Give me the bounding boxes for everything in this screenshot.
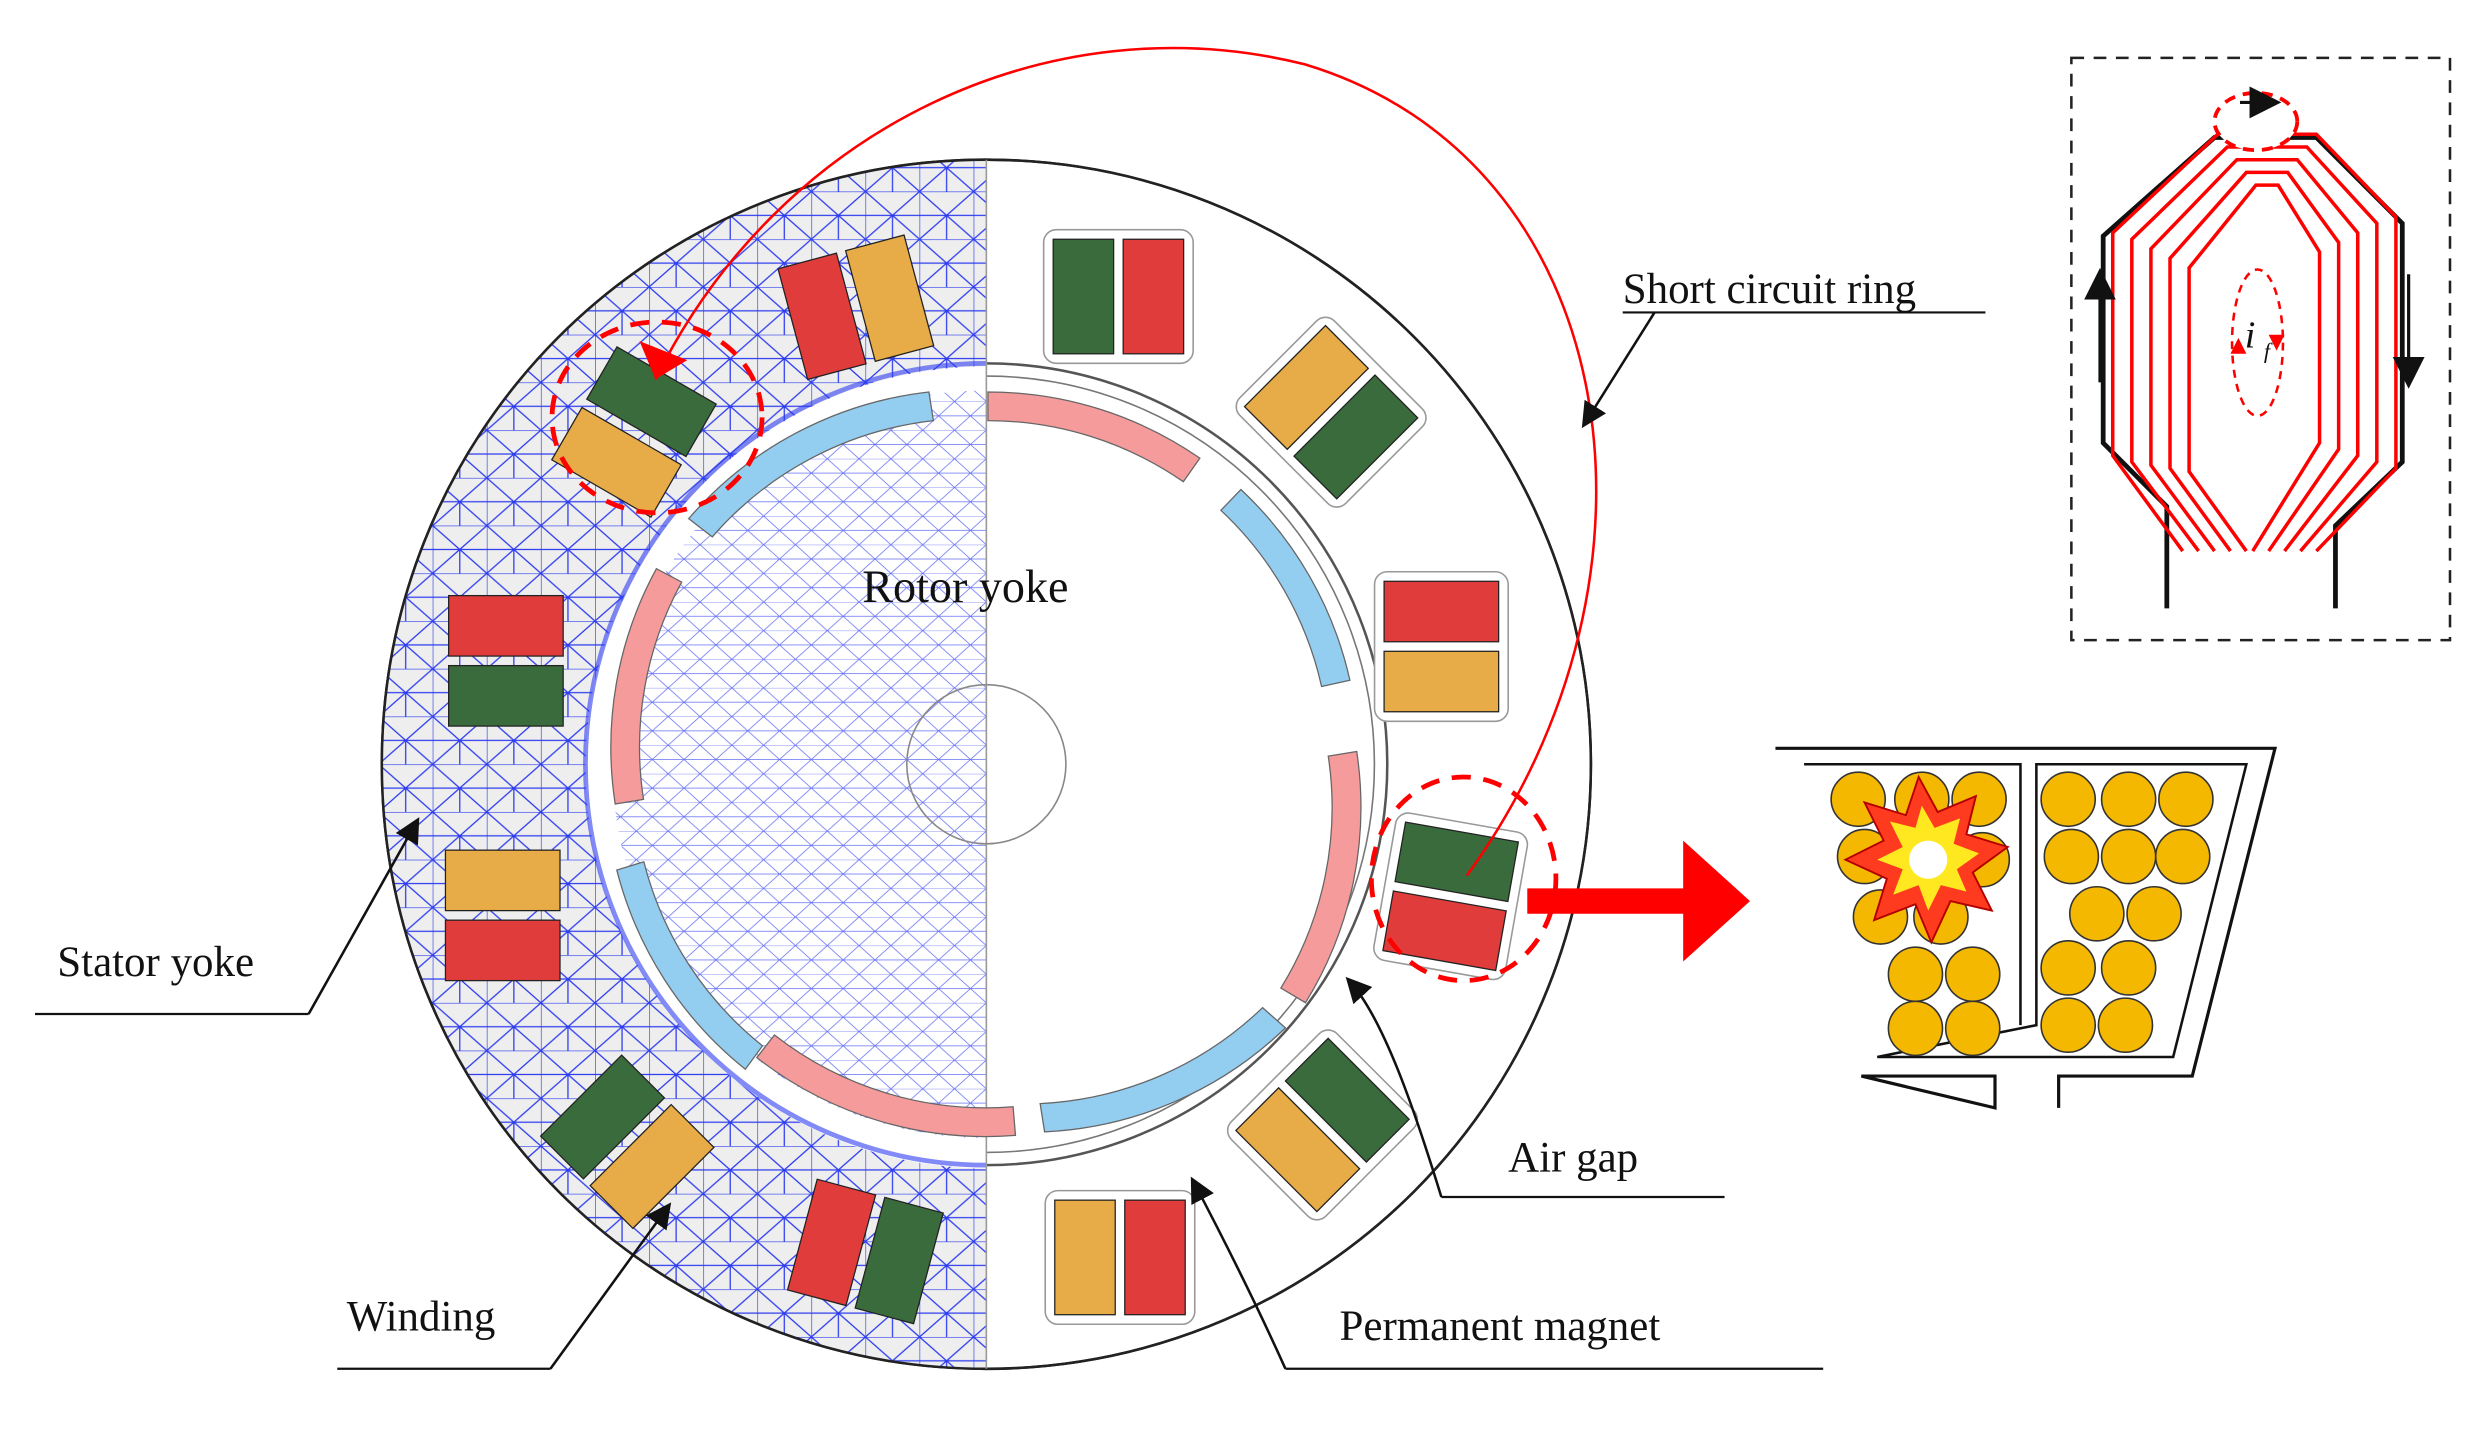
fault-current-label: i <box>2245 314 2256 356</box>
fault-current-subscript: f <box>2264 339 2273 364</box>
magnet-segment <box>755 1034 1017 1138</box>
permanent-magnet-ring <box>610 391 1362 1138</box>
label-permanent-magnet: Permanent magnet <box>1340 1303 1661 1350</box>
magnet-segment <box>1039 1006 1287 1133</box>
fault-marker-left <box>549 319 765 516</box>
winding-coil-faulted <box>1394 821 1520 903</box>
winding-coil <box>1052 238 1115 355</box>
fault-current-loop <box>2230 268 2285 418</box>
slot-outline <box>1775 746 2278 1110</box>
label-rotor-yoke: Rotor yoke <box>862 561 1068 612</box>
coil-inset-frame <box>2070 56 2452 642</box>
coil-inset: i f <box>2070 56 2452 642</box>
winding-coil <box>1383 580 1500 643</box>
magnet-segment <box>1219 488 1351 688</box>
winding-coil <box>448 664 564 727</box>
label-stator-yoke: Stator yoke <box>57 939 254 986</box>
winding-coil <box>1054 1199 1116 1316</box>
zoom-arrow <box>1527 840 1750 962</box>
winding-coil <box>1124 1199 1186 1316</box>
magnet-segment <box>616 860 764 1071</box>
winding-coil <box>550 406 683 518</box>
winding-coil-faulted <box>585 345 718 458</box>
winding-coil <box>448 594 564 657</box>
winding-coil <box>786 1178 877 1307</box>
winding-coil <box>1293 374 1419 500</box>
winding-coil <box>854 1196 945 1325</box>
winding-coil <box>1383 650 1500 713</box>
stator-windings <box>444 228 1529 1326</box>
short-circuit-ring-curve <box>654 46 1598 877</box>
winding-coil <box>589 1103 715 1230</box>
winding-coil <box>1234 1086 1361 1213</box>
winding-coil <box>1243 324 1370 451</box>
fault-marker-right <box>1368 774 1559 983</box>
label-winding: Winding <box>347 1294 496 1341</box>
winding-coil <box>539 1054 666 1180</box>
shaft <box>906 683 1067 845</box>
label-air-gap: Air gap <box>1508 1135 1638 1182</box>
label-short-circuit-ring: Short circuit ring <box>1623 266 1916 313</box>
winding-coil <box>844 234 935 363</box>
magnet-segment <box>987 391 1201 483</box>
winding-coil <box>1122 238 1185 355</box>
magnet-segment <box>1279 750 1362 1004</box>
annotations: Short circuit ring Rotor yoke Stator yok… <box>35 266 1986 1370</box>
slot-inset <box>1775 746 2278 1110</box>
stator-bore <box>986 362 1389 1167</box>
winding-coil <box>444 849 561 912</box>
winding-coil <box>1284 1037 1411 1163</box>
winding-coil <box>1382 890 1507 972</box>
winding-coil <box>777 252 867 381</box>
magnet-segment <box>610 567 683 805</box>
magnet-segment <box>687 391 935 538</box>
short-circuit-arrowhead <box>639 341 688 380</box>
winding-coil <box>444 919 561 982</box>
